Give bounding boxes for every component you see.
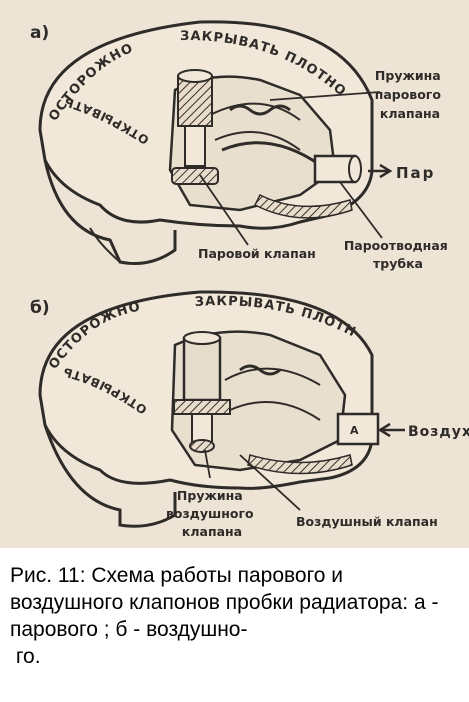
stem-a	[177, 75, 213, 127]
label-steam: Пар	[396, 164, 435, 182]
cap-skirt-b	[43, 424, 177, 528]
label-air-valve-spring: Пружина воздушного клапана	[166, 488, 258, 539]
label-air: Воздух	[408, 424, 469, 440]
air-valve-b	[191, 413, 213, 443]
label-steam-valve-spring: Пружина парового клапана	[375, 68, 446, 121]
cap-skirt-a	[43, 159, 177, 265]
label-air-valve: Воздушный клапан	[296, 514, 438, 529]
spring-a	[229, 104, 291, 116]
diagram-scan: а) ОСТОРОЖНО ЗАКРЫВАТЬ ПЛОТНО ОТКРЫВАТЬ	[0, 0, 469, 548]
figure-caption: Рис. 11: Схема работы парового и воздушн…	[10, 564, 439, 668]
steam-valve-disc-a	[171, 167, 219, 185]
stem-b	[182, 336, 222, 402]
label-steam-pipe: Пароотводная трубка	[344, 238, 452, 271]
panel-a-letter: а)	[30, 23, 49, 43]
panel-b-letter: б)	[30, 298, 50, 318]
label-steam-valve: Паровой клапан	[198, 246, 316, 261]
panel-a: а) ОСТОРОЖНО ЗАКРЫВАТЬ ПЛОТНО ОТКРЫВАТЬ	[30, 20, 452, 271]
svg-text:A: A	[350, 424, 359, 437]
air-inlet-b	[336, 412, 380, 446]
air-arrow	[377, 422, 405, 438]
steam-arrow	[368, 163, 393, 179]
